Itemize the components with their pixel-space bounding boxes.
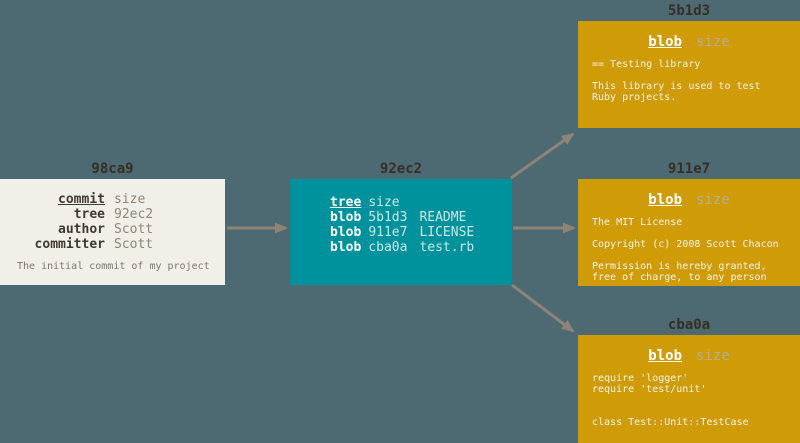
arrow-tree-to-blob-5b1d3 bbox=[510, 132, 575, 180]
blob-content-line: Copyright (c) 2008 Scott Chacon bbox=[592, 239, 779, 250]
entry-filename: test.rb bbox=[419, 240, 475, 255]
commit-committer-value: Scott bbox=[114, 237, 154, 252]
blob-type-label: blob bbox=[648, 34, 682, 50]
blob-object-box-cba0a: blob size require 'logger' require 'test/… bbox=[578, 335, 800, 443]
commit-field-row: commit size bbox=[0, 192, 225, 207]
blob-size-label: size bbox=[696, 348, 730, 364]
blob-object-box-911e7: blob size The MIT License Copyright (c) 2… bbox=[578, 179, 800, 286]
blob-content: == Testing library This library is used … bbox=[592, 59, 800, 103]
blob-content-line bbox=[592, 395, 800, 406]
blob-content-line: == Testing library bbox=[592, 59, 701, 70]
commit-committer-label: committer bbox=[34, 237, 105, 252]
blob-content-line bbox=[592, 250, 800, 261]
blob-content-line: class Test::Unit::TestCase bbox=[592, 417, 749, 428]
tree-entries: tree size blob 5b1d3 README blob 911e7 LICENS… bbox=[330, 195, 512, 255]
commit-field-row: committer Scott bbox=[0, 237, 225, 252]
blob-content-line: Permission is hereby granted, bbox=[592, 261, 767, 272]
commit-fields: commit size tree 92ec2 author Scott comm… bbox=[0, 192, 225, 252]
entry-type: blob bbox=[330, 210, 362, 225]
entry-type: blob bbox=[330, 225, 362, 240]
tree-object-hash: 92ec2 bbox=[379, 161, 423, 177]
blob-title: blob size bbox=[578, 192, 800, 208]
entry-filename: LICENSE bbox=[419, 225, 475, 240]
blob-content-line bbox=[592, 228, 800, 239]
blob-type-label: blob bbox=[648, 192, 682, 208]
tree-entry: blob 5b1d3 README bbox=[330, 210, 512, 225]
blob-content-line: The MIT License bbox=[592, 217, 683, 228]
entry-filename: README bbox=[419, 210, 467, 225]
tree-entry: blob cba0a test.rb bbox=[330, 240, 512, 255]
entry-hash: cba0a bbox=[368, 240, 408, 255]
blob-content-line: require 'logger' bbox=[592, 373, 689, 384]
blob-title: blob size bbox=[578, 34, 800, 50]
commit-author-label: author bbox=[58, 222, 105, 237]
commit-message: The initial commit of my project bbox=[17, 261, 210, 272]
commit-author-value: Scott bbox=[114, 222, 154, 237]
blob-content: The MIT License Copyright (c) 2008 Scott… bbox=[592, 217, 800, 283]
commit-tree-value: 92ec2 bbox=[114, 207, 154, 222]
blob-object-box-5b1d3: blob size == Testing library This library… bbox=[578, 21, 800, 128]
commit-object-box: commit size tree 92ec2 author Scott comm… bbox=[0, 179, 225, 285]
tree-object-box: tree size blob 5b1d3 README blob 911e7 LICENS… bbox=[290, 179, 512, 285]
blob-content-line bbox=[592, 70, 800, 81]
blob-hash-5b1d3: 5b1d3 bbox=[667, 3, 711, 19]
blob-content: require 'logger' require 'test/unit' cla… bbox=[592, 373, 800, 428]
commit-object-hash: 98ca9 bbox=[91, 161, 134, 177]
entry-hash: 911e7 bbox=[368, 225, 408, 240]
blob-title: blob size bbox=[578, 348, 800, 364]
commit-size-value: size bbox=[114, 192, 146, 207]
blob-content-line bbox=[592, 406, 800, 417]
blob-content-line: require 'test/unit' bbox=[592, 384, 707, 395]
commit-field-row: author Scott bbox=[0, 222, 225, 237]
tree-entry: blob 911e7 LICENSE bbox=[330, 225, 512, 240]
blob-content-line: free of charge, to any person bbox=[592, 272, 767, 283]
tree-title-row: tree size bbox=[330, 195, 512, 210]
tree-type-label: tree bbox=[330, 195, 362, 210]
blob-type-label: blob bbox=[648, 348, 682, 364]
tree-size-value: size bbox=[368, 195, 400, 210]
commit-field-row: tree 92ec2 bbox=[0, 207, 225, 222]
commit-type-label: commit bbox=[58, 192, 105, 207]
arrow-tree-to-blob-cba0a bbox=[511, 283, 575, 333]
blob-content-line: Ruby projects. bbox=[592, 92, 677, 103]
commit-tree-label: tree bbox=[73, 207, 105, 222]
entry-type: blob bbox=[330, 240, 362, 255]
blob-hash-cba0a: cba0a bbox=[667, 317, 711, 333]
blob-size-label: size bbox=[696, 192, 730, 208]
blob-hash-911e7: 911e7 bbox=[667, 161, 711, 177]
blob-size-label: size bbox=[696, 34, 730, 50]
entry-hash: 5b1d3 bbox=[368, 210, 408, 225]
blob-content-line: This library is used to test bbox=[592, 81, 761, 92]
